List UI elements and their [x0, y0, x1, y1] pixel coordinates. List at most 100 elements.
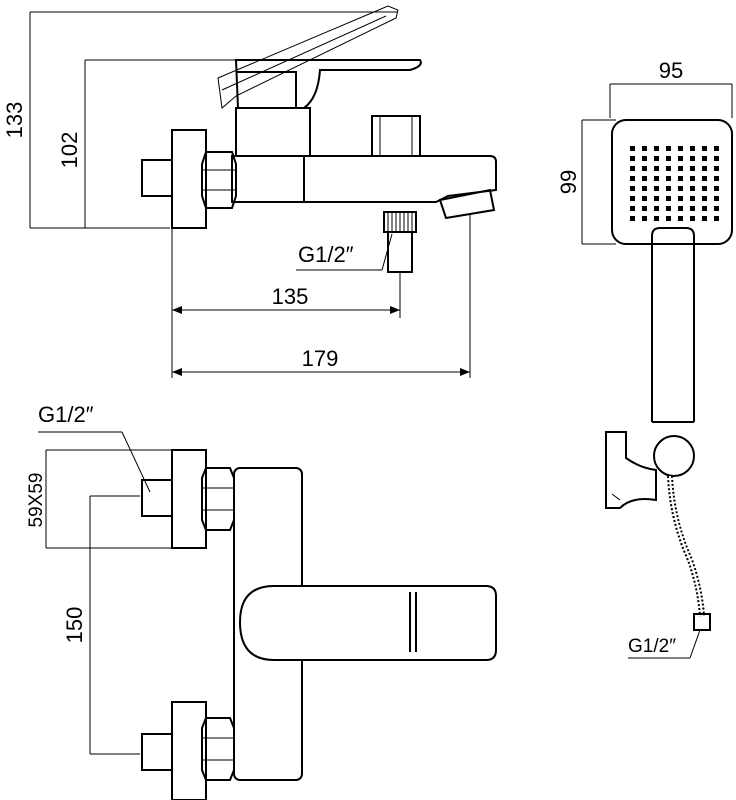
nozzle [630, 156, 635, 161]
nozzle [642, 186, 647, 191]
nozzle [702, 166, 707, 171]
side-view: 133 102 [2, 5, 497, 378]
nozzle [690, 186, 695, 191]
cartridge-body [235, 107, 311, 157]
nozzle [678, 196, 683, 201]
nozzle [630, 216, 635, 221]
nozzle [654, 196, 659, 201]
dim-label-179: 179 [302, 346, 339, 371]
nozzle [690, 156, 695, 161]
nozzle [690, 166, 695, 171]
bracket-holder [653, 435, 695, 477]
nozzle [666, 146, 671, 151]
nozzle [714, 196, 719, 201]
outlet-thread-label: G1/2″ [298, 242, 354, 267]
nozzle [642, 196, 647, 201]
shower-hose [667, 475, 705, 617]
upper-hex-nut [201, 467, 235, 531]
shower-head [611, 119, 733, 245]
nozzle [714, 216, 719, 221]
nozzle [666, 156, 671, 161]
inlet-thread-label: G1/2″ [38, 402, 94, 427]
hex-nut [201, 151, 237, 209]
dim-label-135: 135 [272, 284, 309, 309]
nozzle [702, 186, 707, 191]
wall-bracket [605, 431, 657, 509]
nozzle [666, 216, 671, 221]
nozzle [630, 196, 635, 201]
nozzle [666, 176, 671, 181]
upper-connector [141, 479, 173, 517]
dim-label-133: 133 [2, 102, 27, 139]
nozzle [690, 176, 695, 181]
nozzle-grid [630, 146, 719, 221]
lower-connector [141, 733, 173, 771]
nozzle [702, 206, 707, 211]
nozzle [654, 206, 659, 211]
wall-flange [171, 129, 207, 229]
nozzle [654, 176, 659, 181]
nozzle [666, 186, 671, 191]
hand-shower-view: 95 99 G1/2″ [556, 58, 733, 659]
nozzle [630, 166, 635, 171]
nozzle [714, 166, 719, 171]
nozzle [666, 166, 671, 171]
nozzle [654, 156, 659, 161]
nozzle [678, 166, 683, 171]
thread-hatch [387, 212, 413, 232]
nozzle [654, 146, 659, 151]
nozzle [678, 146, 683, 151]
nozzle [642, 156, 647, 161]
dim-label-99: 99 [556, 170, 581, 194]
nozzle [666, 206, 671, 211]
outlet-pipe [387, 231, 413, 273]
nozzle [654, 186, 659, 191]
nozzle [678, 206, 683, 211]
nozzle [654, 166, 659, 171]
nozzle [714, 176, 719, 181]
upper-flange [171, 449, 207, 549]
nozzle [702, 156, 707, 161]
nozzle [678, 186, 683, 191]
hose-nut [693, 613, 711, 631]
nozzle [714, 156, 719, 161]
lever-cap [236, 71, 297, 108]
eccentric-connector [141, 159, 173, 197]
nozzle [678, 216, 683, 221]
nozzle [678, 176, 683, 181]
nozzle [702, 146, 707, 151]
hose-thread-label: G1/2″ [628, 636, 676, 657]
nozzle [714, 206, 719, 211]
nozzle [714, 186, 719, 191]
diverter-knob [371, 115, 421, 157]
lower-flange [171, 701, 207, 800]
nozzle [642, 176, 647, 181]
lever-open-position [217, 5, 399, 109]
nozzle [678, 156, 683, 161]
dim-label-59x59: 59X59 [26, 473, 47, 528]
nozzle [690, 206, 695, 211]
nozzle [690, 146, 695, 151]
nozzle [642, 146, 647, 151]
lever-raised-outline [217, 5, 399, 109]
nozzle [630, 186, 635, 191]
nozzle [714, 146, 719, 151]
handle-neck [651, 227, 695, 244]
nozzle [654, 216, 659, 221]
mixer-body [231, 155, 497, 203]
dim-label-95: 95 [659, 58, 683, 83]
dim-label-150: 150 [62, 607, 87, 644]
nozzle [702, 216, 707, 221]
nozzle [690, 196, 695, 201]
spout-outlet [438, 188, 496, 220]
nozzle [642, 166, 647, 171]
nozzle [642, 206, 647, 211]
front-view: G1/2″ 59X59 150 [26, 402, 497, 800]
nozzle [630, 176, 635, 181]
nozzle [630, 146, 635, 151]
nozzle [702, 176, 707, 181]
lower-hex-nut [201, 717, 235, 781]
nozzle [702, 196, 707, 201]
